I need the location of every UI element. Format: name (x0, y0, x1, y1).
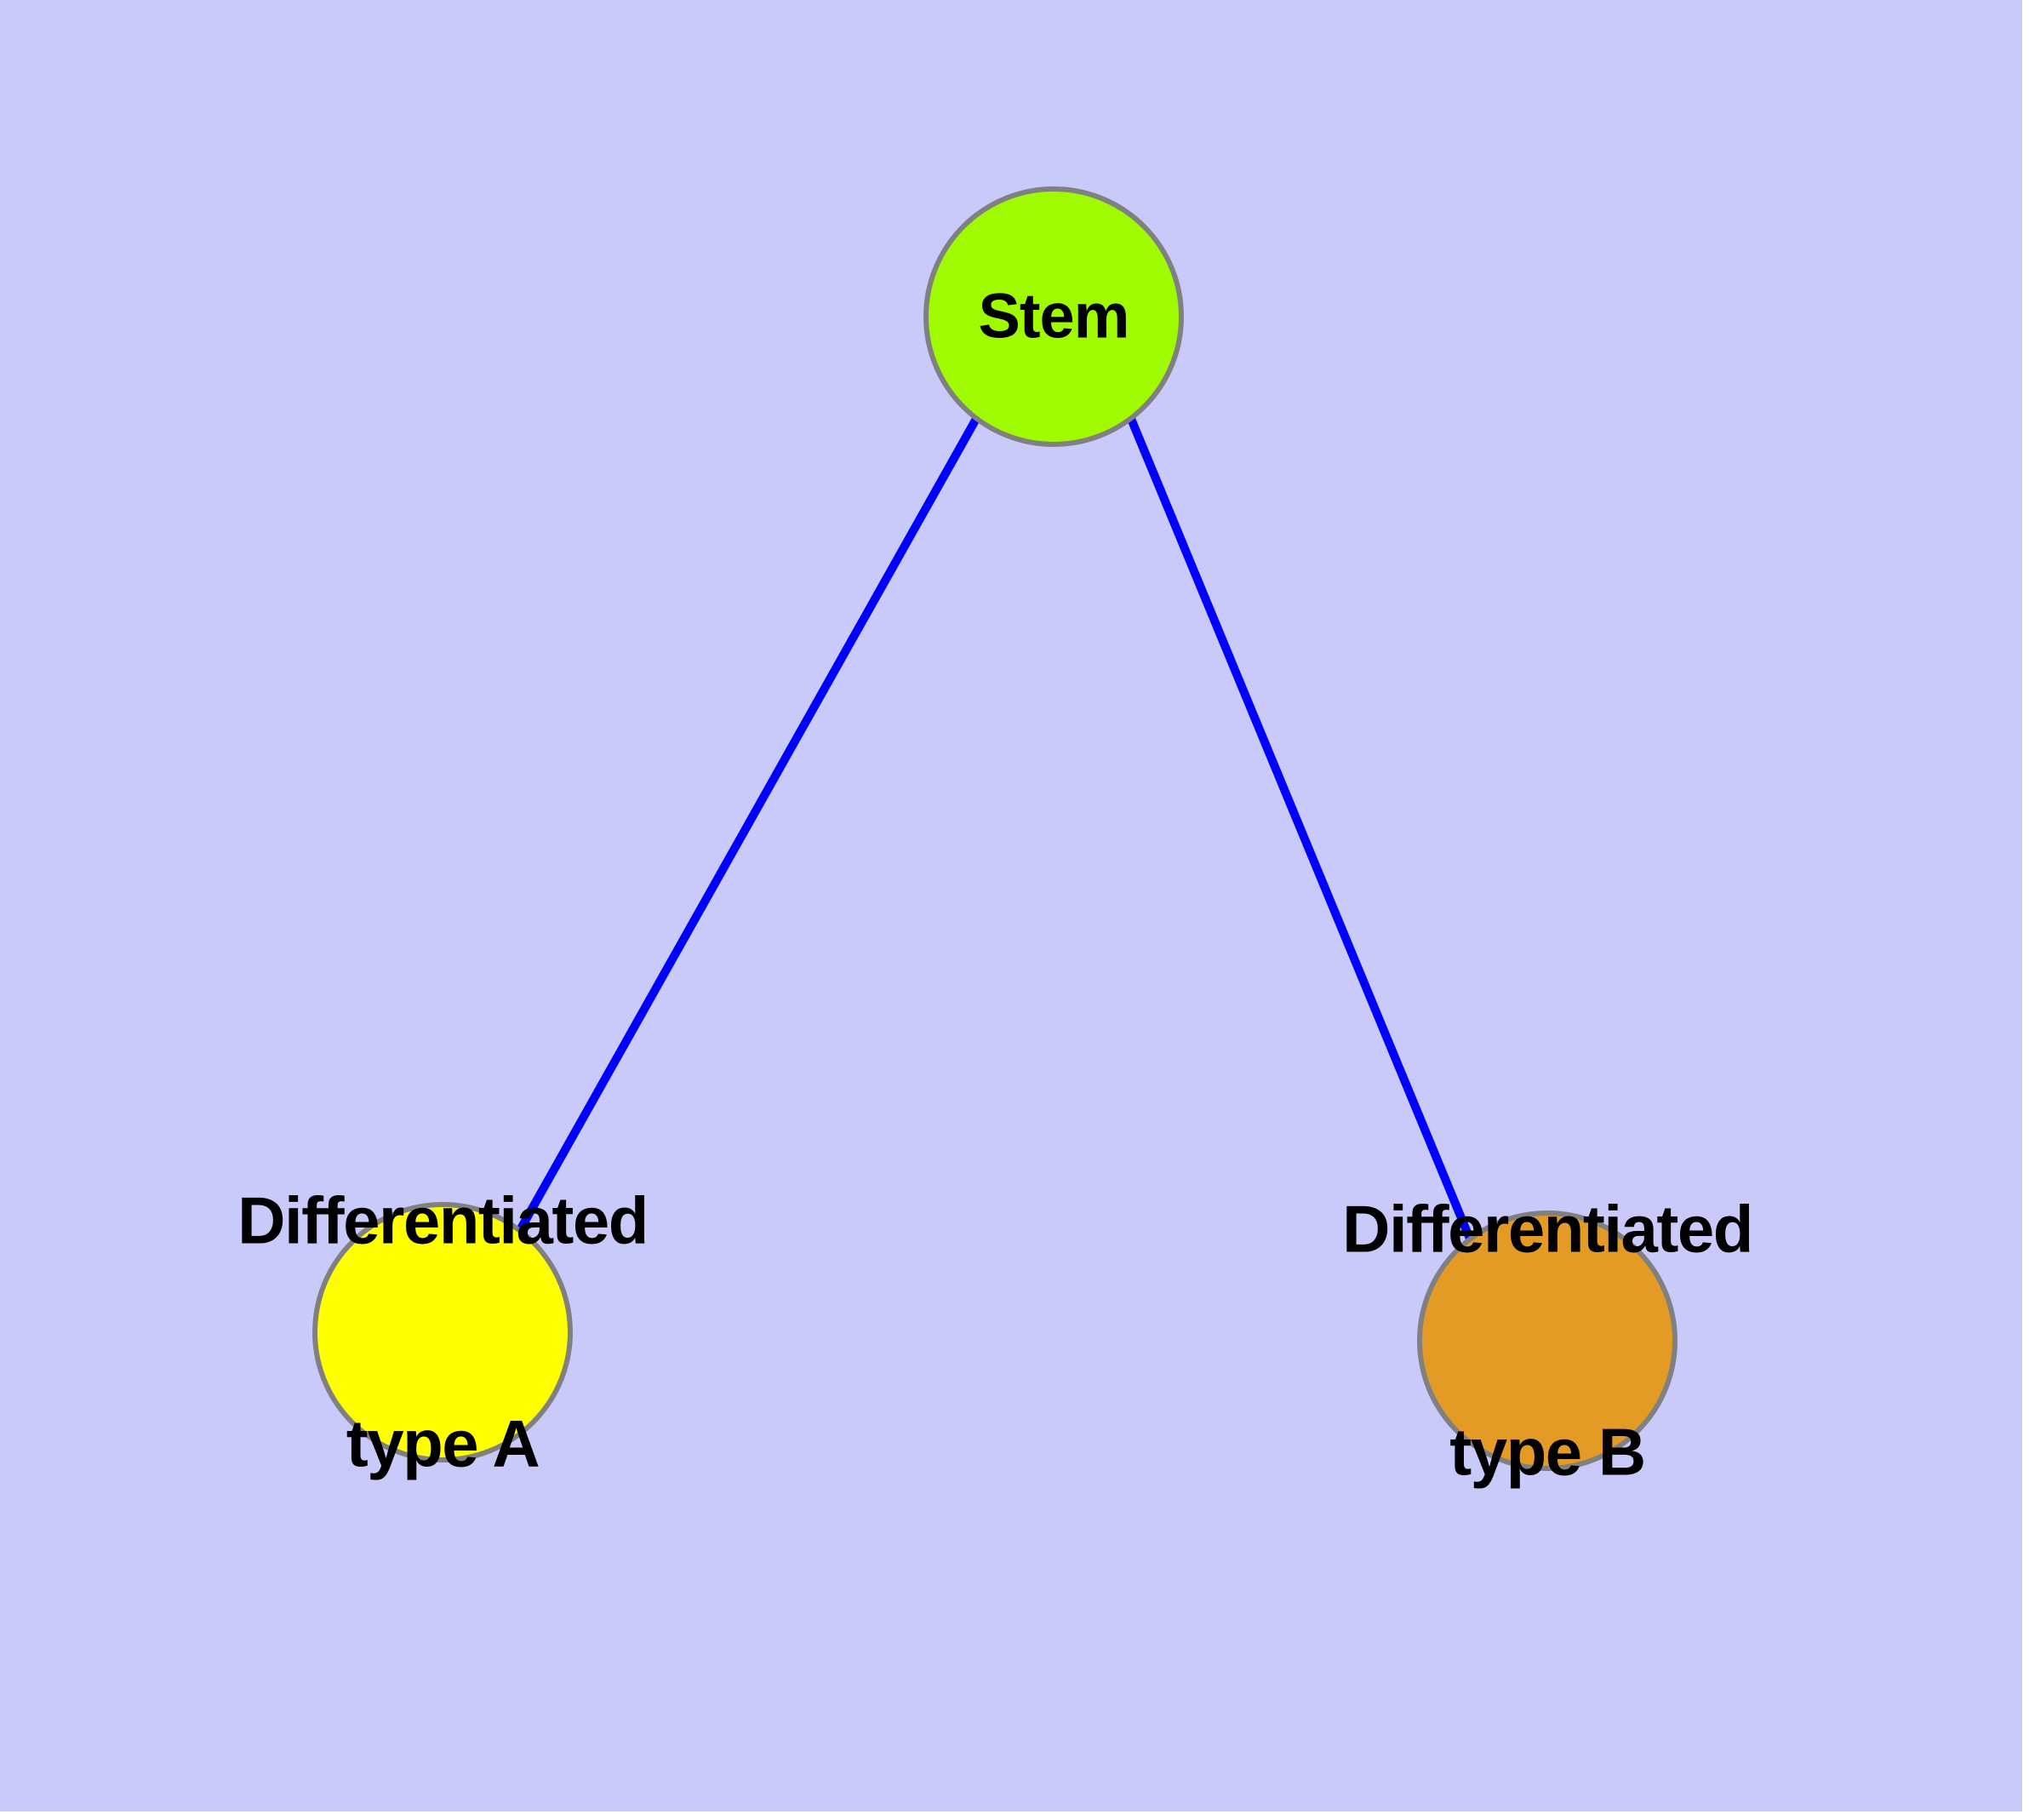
node-differentiated-type-a[interactable] (312, 1202, 573, 1462)
edge-stem-to-differentiated-type-a[interactable] (516, 416, 980, 1233)
node-differentiated-type-b[interactable] (1417, 1210, 1677, 1471)
edge-stem-to-differentiated-type-b[interactable] (1127, 417, 1474, 1240)
edge-layer (516, 416, 1474, 1240)
node-stem[interactable] (923, 186, 1184, 447)
node-layer (312, 186, 1677, 1471)
